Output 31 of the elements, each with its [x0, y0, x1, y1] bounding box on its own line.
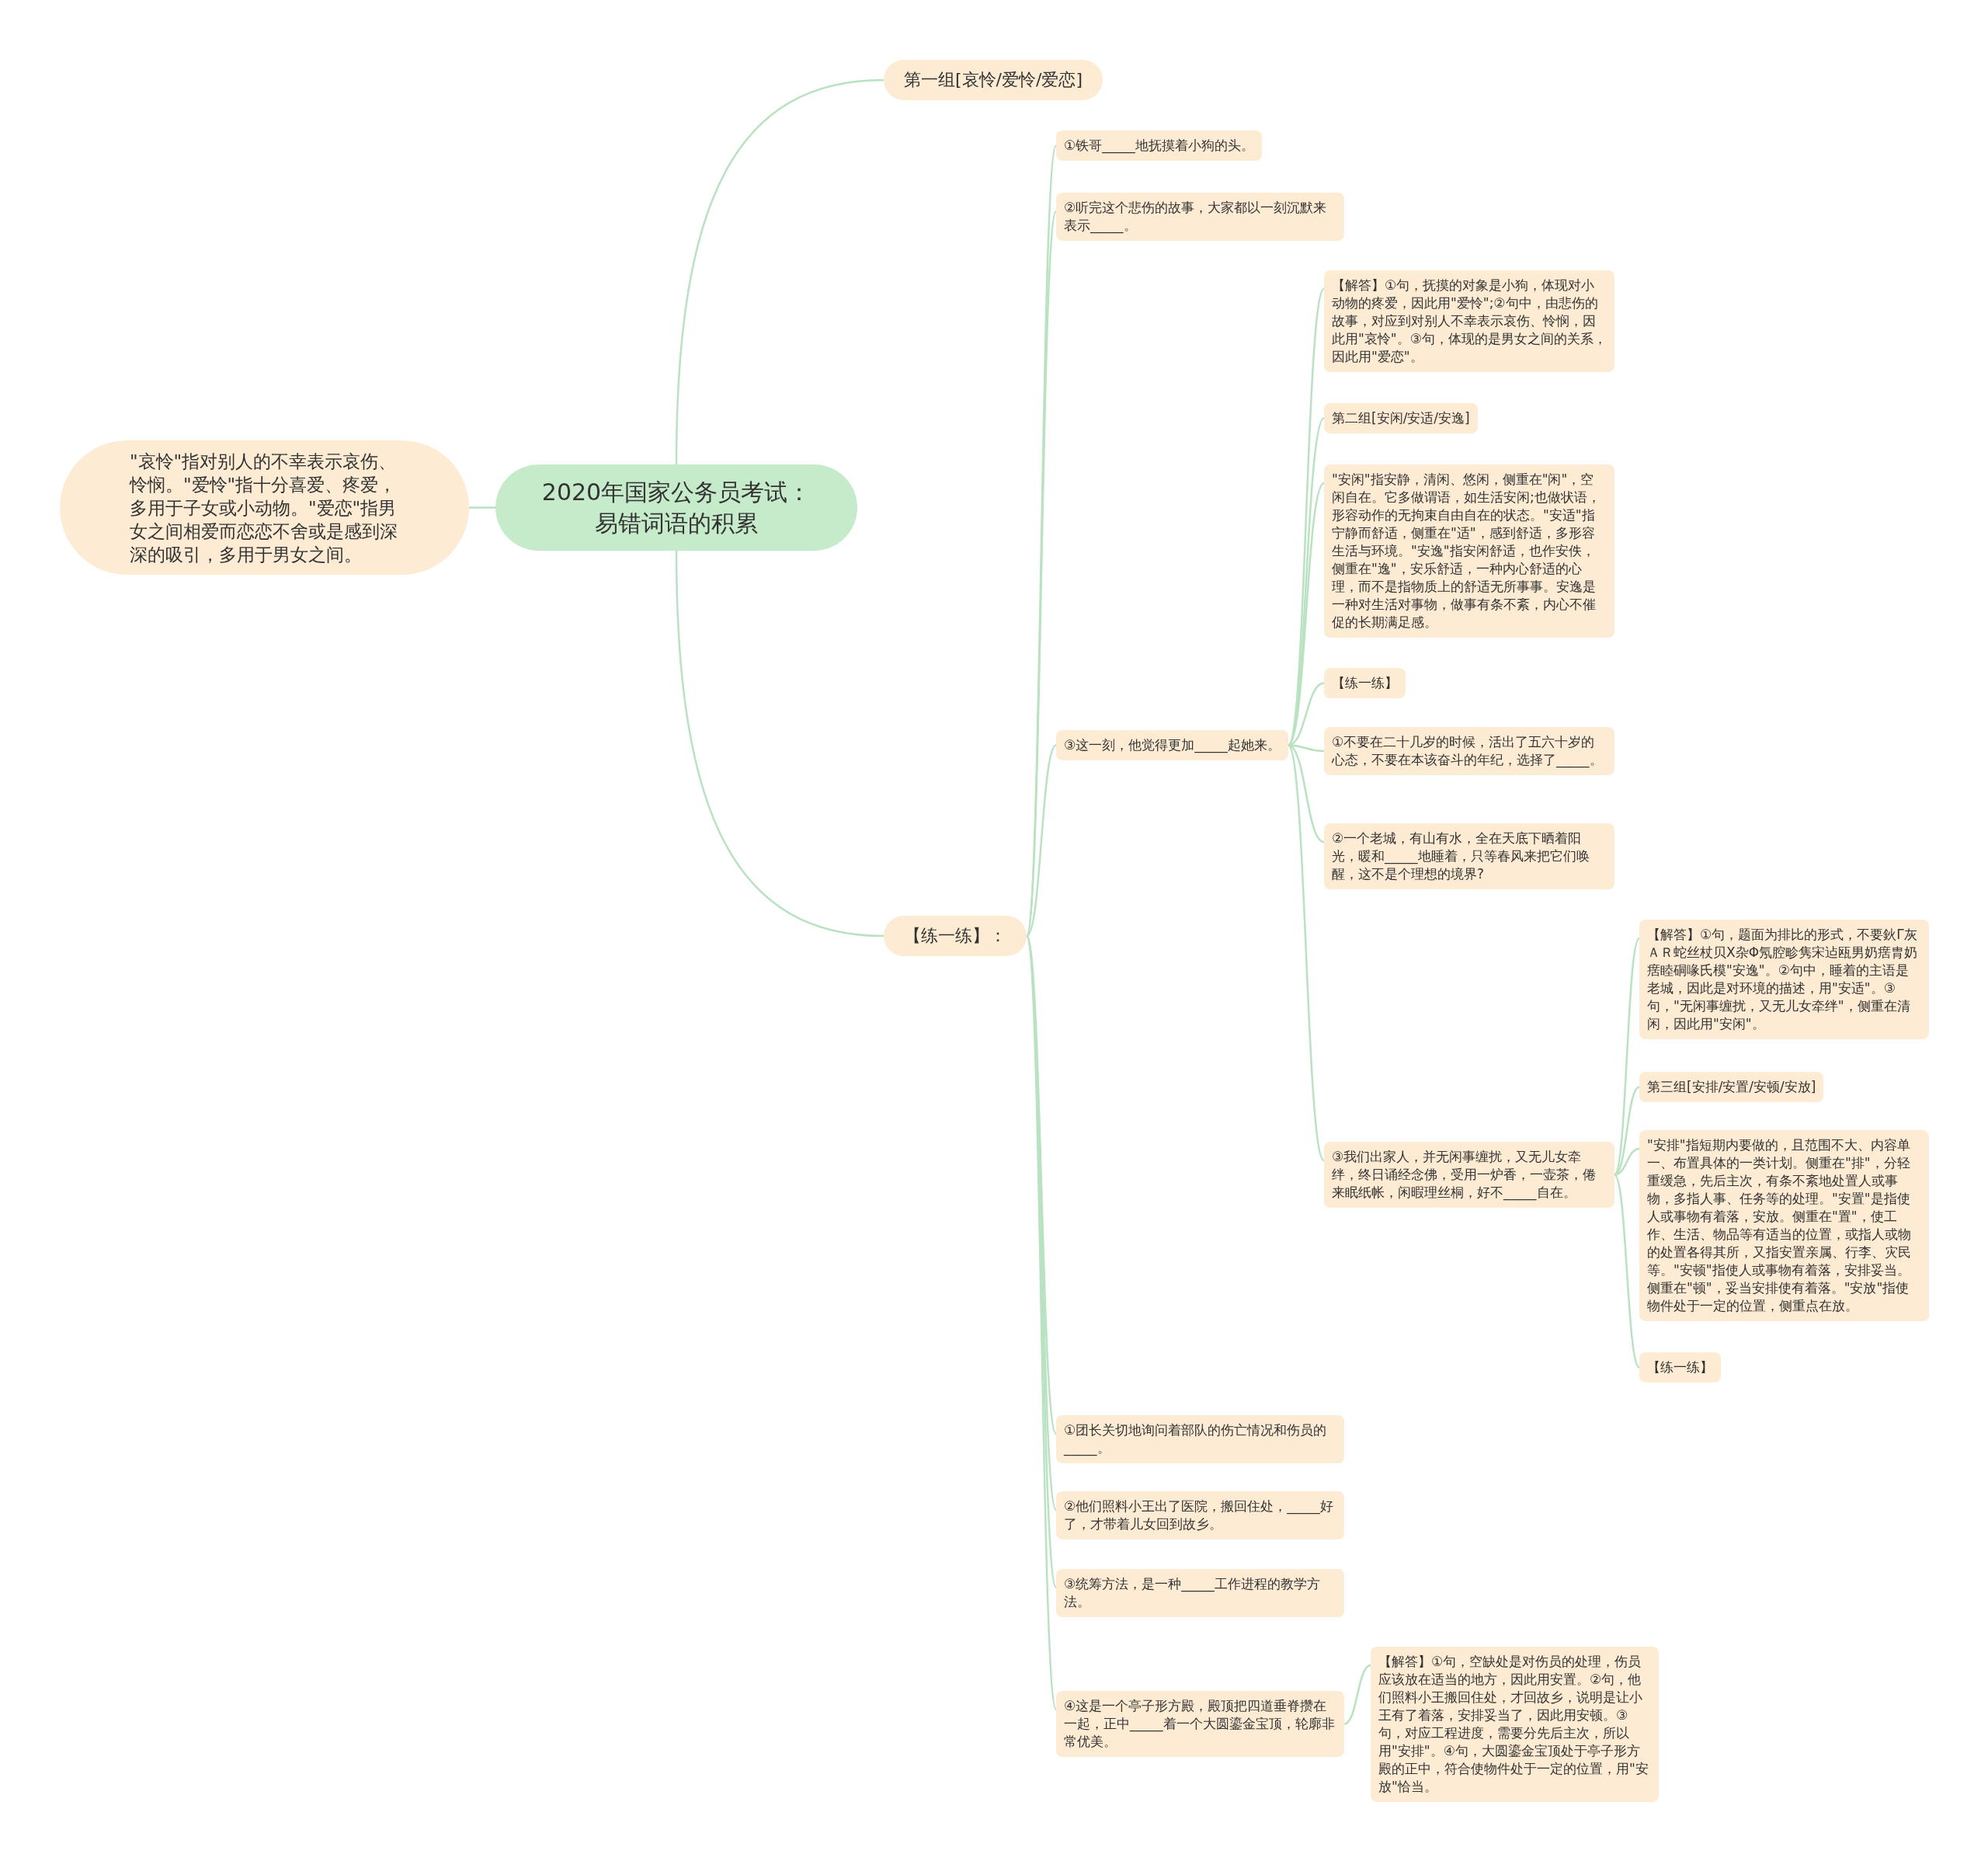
connector-line [1343, 1664, 1371, 1725]
connector-line [675, 78, 885, 465]
topic-box: 【练一练】 [1324, 668, 1406, 698]
connector-line [1614, 1174, 1640, 1369]
connector-line [1287, 744, 1326, 1161]
question-box: ③统筹方法，是一种_____工作进程的教学方法。 [1056, 1569, 1344, 1617]
connector-line [1613, 937, 1641, 1176]
note-bubble: "哀怜"指对别人的不幸表示哀伤、怜悯。"爱怜"指十分喜爱、疼爱，多用于子女或小动物。"爱恋"指男女之间相爱而恋恋不舍或是感到深深的吸引，多用于男女之间。 [60, 440, 469, 575]
connector-line [675, 550, 885, 937]
connector-line [1026, 744, 1057, 937]
explanation-box: "安排"指短期内要做的，且范围不大、内容单一、布置具体的一类计划。侧重在"排"，分轻重缓急，先后主次，有条不紊地处置人或事物，多指人事、任务等的处理。"安置"是指使人或事物有着落，安放。侧重在"置"，使工作、生活、物品等有适当的位置，或指人或物的处置各得其所，又指安置亲属、行李、灾民等。"安顿"指使人或事物有着落，安排妥当。侧重在"顿"，妥当安排使有着落。"安放"指使物件处于一定的位置，侧重点在放。 [1639, 1130, 1929, 1321]
question-box: ①团长关切地询问着部队的伤亡情况和伤员的_____。 [1056, 1415, 1344, 1463]
question-box: ①不要在二十几岁的时候，活出了五六十岁的心态，不要在本该奋斗的年纪，选择了_____。 [1324, 727, 1614, 775]
question-box: ②一个老城，有山有水，全在天底下晒着阳光，暖和_____地睡着，只等春风来把它们唤醒，这不是个理想的境界? [1324, 823, 1614, 889]
topic-box: 第三组[安排/安置/安顿/安放] [1639, 1072, 1824, 1102]
question-box: ①铁哥_____地抚摸着小狗的头。 [1056, 130, 1262, 161]
topic-box: 【练一练】： [884, 916, 1027, 956]
question-box: ②听完这个悲伤的故事，大家都以一刻沉默来表示_____。 [1056, 193, 1344, 241]
explanation-box: "安闲"指安静，清闲、悠闲，侧重在"闲"，空闲自在。它多做谓语，如生活安闲;也做状语，形容动作的无拘束自由自在的状态。"安适"指宁静而舒适，侧重在"适"，感到舒适，多形容生活与环境。"安逸"指安闲舒适，也作安佚，侧重在"逸"，安乐舒适，一种内心舒适的心理，而不是指物质上的舒适无所事事。安逸是一种对生活对事物，做事有条不紊，内心不催促的长期满足感。 [1324, 464, 1614, 638]
topic-box: 第一组[哀怜/爱怜/爱恋] [884, 60, 1103, 100]
question-box: ④这是一个亭子形方殿，殿顶把四道垂脊攒在一起，正中_____着一个大圆鎏金宝顶，轮廓非常优美。 [1056, 1691, 1344, 1757]
topic-box: 第二组[安闲/安适/安逸] [1324, 403, 1478, 433]
answer-box: 【解答】①句，空缺处是对伤员的处理，伤员应该放在适当的地方，因此用安置。②句，他们照料小王搬回住处，才回故乡，说明是让小王有了着落，安排妥当了，因此用安顿。③句，对应工程进度，需要分先后主次，所以用"安排"。④句，大圆鎏金宝顶处于亭子形方殿的正中，符合使物件处于一定的位置，用"安放"恰当。 [1371, 1647, 1659, 1802]
answer-box: 【解答】①句，题面为排比的形式，不要鈥Γ灰ＡＲ蛇丝杖贝X杂Φ氖腔畛隽宋迠瓯男奶瘔胄奶瘔睦硐喙氏模"安逸"。②句中，睡着的主语是老城，因此是对环境的描述，用"安适"。③句，"无闲事缠扰，又无儿女牵绊"，侧重在清闲，因此用"安闲"。 [1639, 920, 1929, 1039]
central-topic: 2020年国家公务员考试：易错词语的积累 [495, 464, 857, 551]
question-box: ②他们照料小王出了医院，搬回住处，_____好了，才带着儿女回到故乡。 [1056, 1491, 1344, 1539]
question-box: ③这一刻，他觉得更加_____起她来。 [1056, 730, 1288, 760]
answer-box: 【解答】①句，抚摸的对象是小狗，体现对小动物的疼爱，因此用"爱怜";②句中，由悲伤的故事，对应到对别人不幸表示哀伤、怜悯，因此用"哀怜"。③句，体现的是男女之间的关系，因此用"爱恋"。 [1324, 270, 1614, 372]
topic-box: 【练一练】 [1639, 1352, 1721, 1383]
question-box: ③我们出家人，并无闲事缠扰，又无儿女牵绊，终日诵经念佛，受用一炉香，一壶茶，倦来眠纸帐，闲暇理丝桐，好不_____自在。 [1324, 1142, 1614, 1208]
connector-line [469, 506, 495, 509]
